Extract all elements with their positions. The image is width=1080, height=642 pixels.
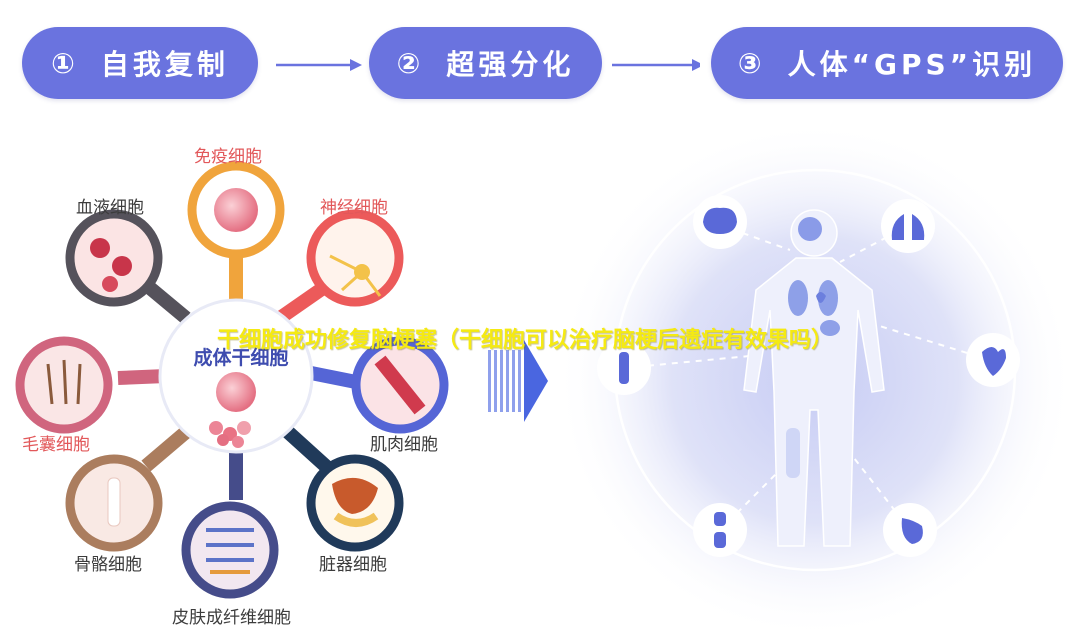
label-organ-cells: 脏器细胞: [319, 555, 387, 575]
step-2-number: ②: [396, 46, 425, 80]
heart-icon: [966, 333, 1020, 387]
stomach-icon: [883, 503, 937, 557]
label-nerve-cells: 神经细胞: [320, 198, 388, 218]
step-1-self-replication: ① 自我复制: [22, 27, 258, 99]
label-skin-fibroblast-cells: 皮肤成纤维细胞: [172, 608, 291, 628]
lungs-icon: [881, 199, 935, 253]
step-2-differentiation: ② 超强分化: [369, 27, 602, 99]
joint-icon: [693, 503, 747, 557]
brain-icon: [693, 195, 747, 249]
arrow-right-icon: [276, 59, 362, 71]
direction-arrow-icon: [488, 340, 548, 422]
body-brain-icon: [798, 217, 822, 241]
overlay-title: 干细胞成功修复脑梗塞（干细胞可以治疗脑梗后遗症有效果吗）: [216, 328, 833, 353]
immune-cell-node: [187, 161, 285, 259]
blood-cell-node: [65, 209, 163, 307]
label-muscle-cells: 肌肉细胞: [370, 435, 438, 455]
connectors: [117, 240, 358, 500]
step-1-number: ①: [51, 46, 79, 80]
body-stomach-icon: [820, 320, 840, 336]
bone-icon: [107, 477, 121, 527]
hair-follicle-node: [15, 336, 113, 434]
muscle-fiber-icon: [374, 355, 426, 415]
fibroblast-icon: [206, 528, 254, 562]
nerve-cell-node: [306, 209, 404, 307]
internal-organs: [786, 217, 840, 478]
arrow-right-icon: [612, 59, 700, 71]
bone-icon: [597, 341, 651, 395]
step-1-label: 自我复制: [100, 48, 229, 81]
step-3-label: 人体“GPS”识别: [787, 48, 1037, 81]
bone-cell-node: [65, 454, 163, 552]
cell-cluster-icon: [209, 421, 251, 448]
step-3-number: ③: [737, 46, 766, 80]
step-2-label: 超强分化: [446, 48, 575, 81]
label-bone-cells: 骨骼细胞: [74, 555, 142, 575]
center-stem-cell-label: 成体干细胞: [193, 347, 289, 369]
label-hair-follicle-cells: 毛囊细胞: [22, 435, 90, 455]
stem-cell-icon: [216, 372, 256, 412]
skin-fibroblast-node: [181, 501, 279, 599]
label-blood-cells: 血液细胞: [76, 198, 144, 218]
step-3-gps-recognition: ③ 人体“GPS”识别: [711, 27, 1063, 99]
body-lungs-icon: [788, 280, 808, 316]
label-immune-cells: 免疫细胞: [194, 147, 262, 167]
blood-cell-icon: [90, 238, 110, 258]
liver-icon: [332, 477, 378, 514]
body-knee-icon: [786, 428, 800, 478]
organ-cell-node: [306, 454, 404, 552]
hair-follicle-icon: [46, 359, 82, 405]
immune-cell-icon: [214, 188, 258, 232]
muscle-cell-node: [351, 336, 449, 434]
